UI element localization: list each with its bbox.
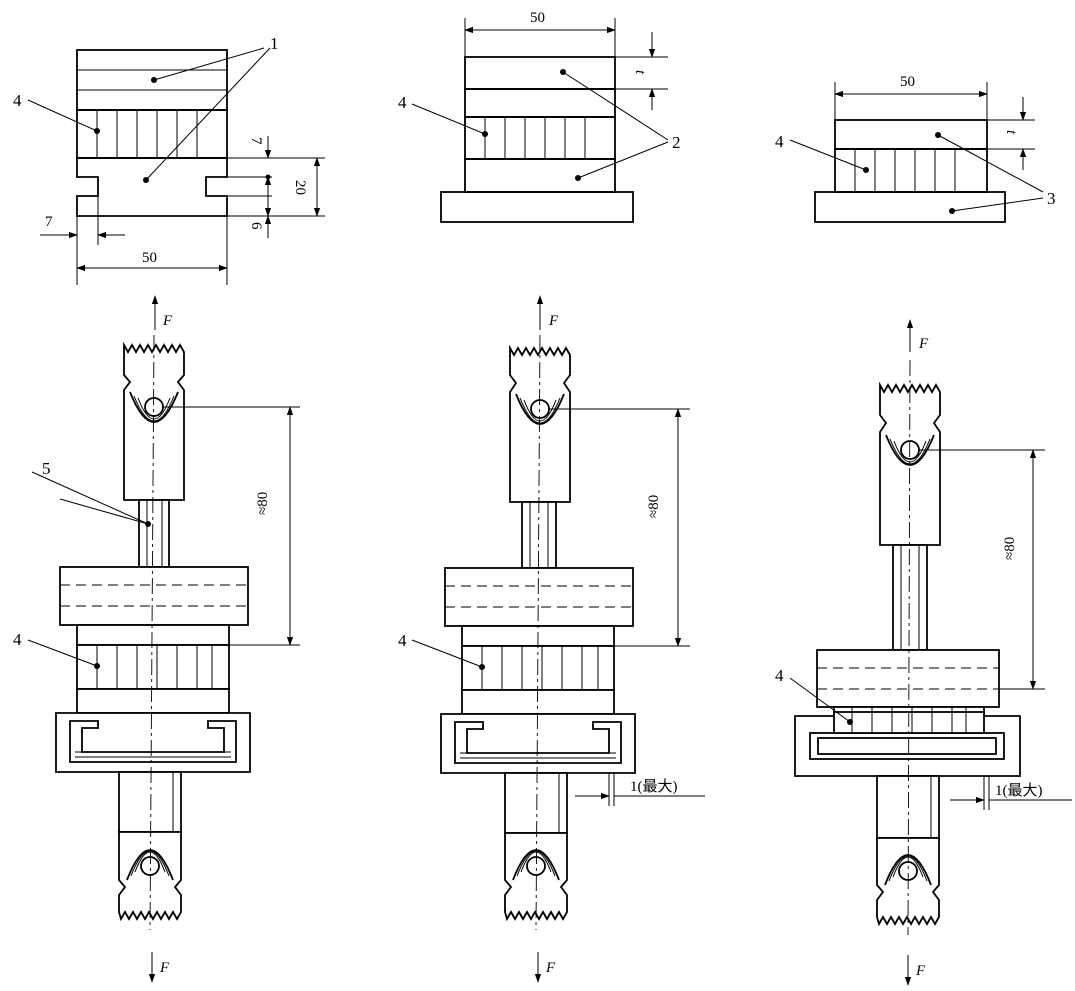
specimen-type-1: 1 4 7 20 6 7 50 — [13, 34, 325, 285]
assembly-type-3: F 4 — [775, 319, 1072, 986]
dim-80-middle: ≈80 — [646, 495, 662, 518]
dim-7-horizontal: 7 — [45, 214, 53, 230]
force-bottom-right: F — [915, 963, 926, 979]
dim-7-vertical: 7 — [248, 137, 264, 145]
dim-80-left: ≈80 — [255, 492, 271, 515]
dim-80-right: ≈80 — [1002, 537, 1018, 560]
callout-4-c: 4 — [775, 132, 784, 151]
dim-50-right: 50 — [900, 74, 915, 90]
callout-1: 1 — [270, 34, 279, 53]
dim-50-middle: 50 — [530, 10, 545, 26]
dim-max-middle: 1(最大) — [630, 778, 678, 795]
callout-4-f: 4 — [775, 666, 784, 685]
callout-4: 4 — [13, 91, 22, 110]
dim-6: 6 — [248, 222, 264, 230]
callout-4-b: 4 — [398, 93, 407, 112]
force-top-middle: F — [548, 313, 559, 329]
callout-3: 3 — [1047, 189, 1056, 208]
dim-t-middle: t — [632, 70, 648, 75]
assembly-type-1: F 5 4 — [13, 295, 300, 983]
dim-max-right: 1(最大) — [995, 782, 1043, 799]
force-bottom-left: F — [159, 960, 170, 976]
specimen-type-3: 3 4 50 t — [775, 74, 1056, 223]
dim-t-right: t — [1003, 130, 1019, 135]
callout-4-e: 4 — [398, 631, 407, 650]
force-bottom-middle: F — [545, 960, 556, 976]
dim-20: 20 — [292, 180, 308, 195]
assembly-type-2: F 4 F — [398, 295, 705, 983]
callout-4-d: 4 — [13, 630, 22, 649]
dim-50-left: 50 — [142, 250, 157, 266]
force-top-left: F — [162, 313, 173, 329]
force-top-right: F — [918, 336, 929, 352]
specimen-type-2: 2 4 50 t — [398, 10, 681, 223]
callout-5: 5 — [42, 459, 51, 478]
callout-2: 2 — [672, 133, 681, 152]
